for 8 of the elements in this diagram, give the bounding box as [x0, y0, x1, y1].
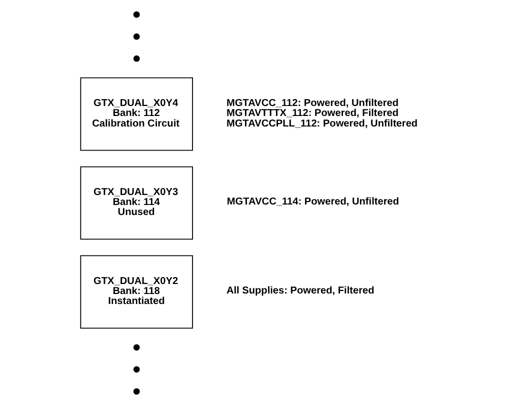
node-label: All Supplies: Powered, Filtered — [226, 286, 374, 297]
node-label: MGTAVCC_112: Powered, Unfiltered — [226, 98, 398, 110]
node-label: MGTAVCCPLL_112: Powered, Unfiltered — [226, 118, 418, 130]
node-box: GTX_DUAL_X0Y3 Bank: 114 Unused — [80, 166, 192, 240]
node-label: MGTAVTTTX_112: Powered, Filtered — [226, 108, 398, 120]
node-box: GTX_DUAL_X0Y4 Bank: 112 Calibration Circuit — [80, 77, 192, 151]
node-box: GTX_DUAL_X0Y2 Bank: 118 Instantiated — [80, 255, 192, 329]
node-label: MGTAVCC_114: Powered, Unfiltered — [226, 196, 399, 208]
